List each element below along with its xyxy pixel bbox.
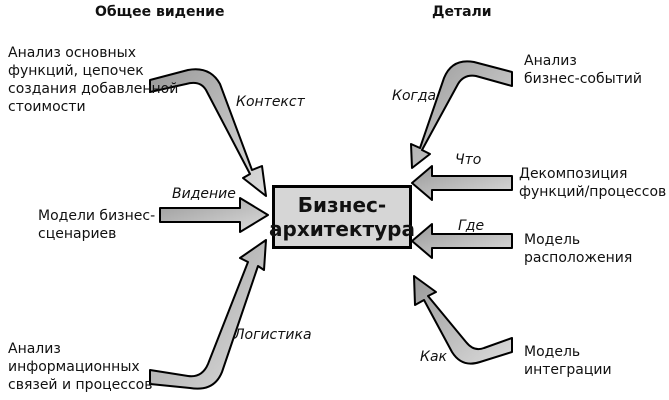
arrow-context: [149, 68, 267, 197]
arrow-how: [413, 275, 513, 365]
edge-label-what: Что: [455, 152, 482, 168]
arrow-where: [411, 223, 513, 259]
right-node-location: Модель расположения: [524, 232, 633, 266]
arrow-when: [410, 60, 513, 169]
arrow-vision: [159, 197, 269, 233]
right-node-business-events: Анализ бизнес-событий: [524, 53, 642, 87]
business-architecture-box: Бизнес- архитектура: [269, 185, 415, 249]
left-node-scenarios: Модели бизнес- сценариев: [38, 208, 156, 242]
arrow-logistics: [149, 239, 267, 390]
edge-label-context: Контекст: [236, 94, 305, 110]
edge-label-where: Где: [458, 218, 485, 234]
left-node-value-chain: Анализ основных функций, цепочек создани…: [8, 45, 179, 115]
header-details: Детали: [432, 4, 492, 20]
center-label: Бизнес- архитектура: [269, 193, 415, 241]
edge-label-when: Когда: [392, 88, 437, 104]
arrow-what: [411, 165, 513, 201]
edge-label-vision: Видение: [172, 186, 236, 202]
right-node-integration: Модель интеграции: [524, 344, 612, 378]
edge-label-logistics: Логистика: [234, 327, 312, 343]
edge-label-how: Как: [420, 349, 447, 365]
header-overview: Общее видение: [95, 4, 225, 20]
left-node-info-links: Анализ информационных связей и процессов: [8, 341, 153, 393]
right-node-decomposition: Декомпозиция функций/процессов: [519, 166, 667, 200]
